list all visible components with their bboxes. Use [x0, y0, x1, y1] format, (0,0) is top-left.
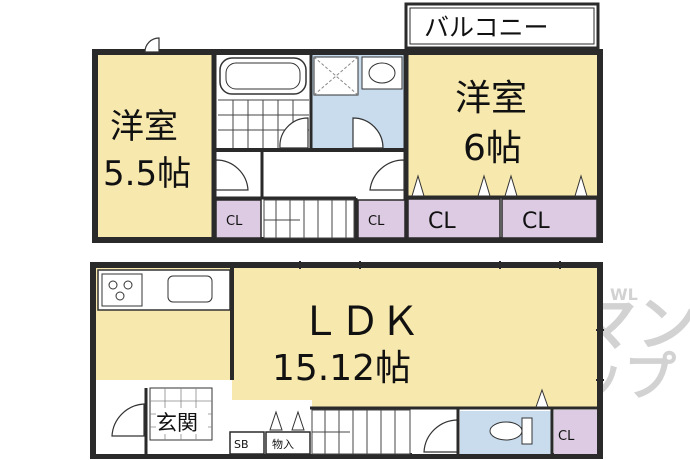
ldk-size: 15.12帖 [272, 348, 411, 389]
closet-left [215, 199, 262, 239]
western-room-right [407, 55, 597, 197]
lower-floor: 玄関 SB 物入 CL [90, 261, 604, 459]
sink-icon [167, 275, 213, 303]
ldk-name: ＬＤＫ [300, 299, 420, 345]
upper-floor: CL CL CL CL 洋室 5.5帖 洋室 6帖 [92, 37, 603, 243]
entrance-label: 玄関 [156, 411, 198, 435]
closet-center-label: CL [368, 214, 385, 229]
western-room-right-name: 洋室 [455, 78, 527, 119]
stairs-lower [311, 409, 411, 455]
balcony-label: バルコニー [424, 13, 549, 42]
western-room-left-size: 5.5帖 [103, 154, 191, 194]
storage [265, 431, 311, 455]
closet-right-2-label: CL [522, 209, 550, 234]
western-room-right-size: 6帖 [463, 128, 522, 169]
closet-center [357, 199, 406, 239]
closet-bottom [554, 410, 597, 454]
storage-label: 物入 [272, 437, 294, 451]
bathtub-icon [219, 57, 307, 95]
shoe-box [229, 431, 265, 455]
stove-icon [108, 280, 133, 301]
door-swing-icon [215, 159, 249, 191]
western-room-left [98, 55, 214, 237]
toilet-icon [489, 421, 523, 441]
western-room-left-name: 洋室 [110, 107, 178, 147]
stairs-upper [263, 199, 355, 239]
balcony: バルコニー [404, 2, 600, 50]
watermark-side: WL [610, 285, 638, 304]
closet-right-1-label: CL [428, 209, 456, 234]
closet-bottom-label: CL [558, 429, 575, 444]
closet-right-1 [407, 198, 501, 239]
closet-right-2 [501, 198, 598, 239]
washing-machine-pan [313, 56, 359, 96]
shoe-box-label: SB [234, 438, 249, 451]
closet-left-label: CL [226, 214, 243, 229]
